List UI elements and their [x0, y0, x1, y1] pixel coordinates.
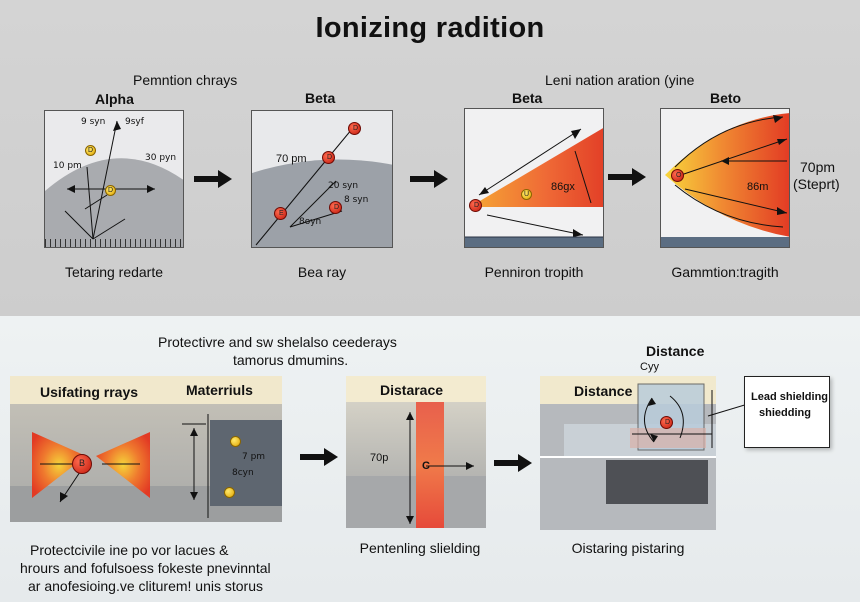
- footer-line-1: Protectcivile ine po vor lacues &: [30, 542, 229, 558]
- distance-shielding-panel-2: D Cyy: [540, 376, 716, 530]
- beta-particle-4: [329, 201, 342, 214]
- beta-wedge-source-label: D: [474, 202, 480, 209]
- alpha-particle-upper-label: D: [88, 147, 94, 154]
- gamma-source: [671, 169, 684, 182]
- beta-wedge-particle: [521, 189, 532, 200]
- flow-arrow-2: [410, 170, 448, 188]
- distance-particle-label: C: [422, 460, 430, 472]
- subheading-ionization: Leni nation aration (yine: [545, 72, 695, 88]
- protection-heading-line1: Protectivre and sw shelalso ceederays: [158, 334, 397, 350]
- caption-beta: Bea ray: [297, 264, 347, 280]
- beta-label-b: 20 syn: [328, 181, 359, 191]
- caption-distance: Oistaring pistaring: [571, 540, 685, 556]
- materials-particle-2: [224, 487, 235, 498]
- distance-particle-label-2: D: [665, 419, 671, 426]
- alpha-particle-lower: [105, 185, 116, 196]
- footer-line-2: hrours and fofulsoess fokeste pnevinntal: [20, 560, 271, 576]
- flow-arrow-1: [194, 170, 232, 188]
- bowtie-source: [72, 454, 92, 474]
- panel-header-beta: Beta: [305, 90, 336, 106]
- alpha-label-d: 30 pyn: [145, 153, 177, 163]
- alpha-label-b: 9syf: [125, 117, 144, 127]
- panel-header-alpha: Alpha: [95, 91, 134, 107]
- flow-arrow-5: [494, 454, 532, 472]
- beta-wedge-source: [469, 199, 482, 212]
- beta-wedge-label: 86gx: [551, 181, 575, 193]
- gamma-panel: O 86m: [660, 108, 790, 248]
- distance-cyy-label: Cyy: [640, 361, 659, 373]
- beta-particle-1: [348, 122, 361, 135]
- materials-label-b: 8cyn: [232, 468, 254, 478]
- flow-arrow-4: [300, 448, 338, 466]
- beta-wedge-particle-label: U: [524, 191, 530, 198]
- panel-header-beto: Beto: [710, 90, 742, 106]
- gamma-side-label-2: (Steprt): [793, 176, 840, 192]
- alpha-ruler: [45, 239, 183, 247]
- callout-line2: shiedding: [759, 407, 811, 419]
- alpha-panel: D D 9 syn 9syf 10 pm 30 pyn: [44, 110, 184, 248]
- shielding-materials-panel: B 7 pm 8cyn: [10, 376, 282, 522]
- panel-header-beta-2: Beta: [512, 90, 543, 106]
- page-title: Ionizing radition: [315, 12, 545, 44]
- caption-beta-2: Penniron tropith: [484, 264, 584, 280]
- beta-label-c: 8 syn: [344, 195, 369, 205]
- distance-label: 70p: [370, 452, 389, 464]
- distance-shielding-panel: 70p C: [346, 376, 486, 528]
- footer-line-3: ar anofesioing.ve cliturem! unis storus: [28, 578, 263, 594]
- beta-label-a: 70 pm: [276, 153, 307, 165]
- beta-label-d: 8oyn: [299, 217, 322, 227]
- distance-particle: [660, 416, 673, 429]
- flow-arrow-3: [608, 168, 646, 186]
- gamma-label: 86m: [747, 181, 769, 193]
- gamma-side-label-1: 70pm: [800, 159, 836, 175]
- beta-particle-4-label: D: [334, 204, 340, 211]
- distance-top-title: Distance: [646, 343, 705, 359]
- caption-distance-shielding: Pentenling slielding: [359, 540, 481, 556]
- alpha-particle-lower-label: D: [108, 187, 114, 194]
- subheading-penetration: Pemntion chrays: [133, 72, 238, 88]
- alpha-particle-upper: [85, 145, 96, 156]
- materials-particle-1: [230, 436, 241, 447]
- alpha-label-c: 10 pm: [53, 161, 82, 171]
- distance-panel-title: Distarace: [380, 382, 444, 398]
- callout-line1: Lead shielding: [751, 391, 829, 403]
- ionizing-rays-title: Usifating rrays: [40, 384, 139, 400]
- beta-particle-2-label: D: [327, 154, 333, 161]
- materials-label-a: 7 pm: [242, 452, 266, 462]
- callout-pointer: [707, 403, 748, 417]
- distance-panel-title-2: Distance: [574, 383, 633, 399]
- caption-gamma: Gammtion:tragith: [671, 264, 779, 280]
- bowtie-source-label: B: [79, 458, 86, 468]
- beta-particle-3: [274, 207, 287, 220]
- lead-shielding-callout: Lead shielding shiedding: [744, 376, 830, 448]
- materials-title: Materriuls: [186, 382, 253, 398]
- beta-wedge-panel: D U 86gx: [464, 108, 604, 248]
- alpha-label-a: 9 syn: [81, 117, 106, 127]
- gamma-source-label: O: [676, 172, 682, 179]
- beta-panel: D D E D 70 pm 20 syn 8 syn 8oyn: [251, 110, 393, 248]
- beta-particle-2: [322, 151, 335, 164]
- protection-heading-line2: tamorus dmumins.: [233, 352, 349, 368]
- caption-alpha: Tetaring redarte: [64, 264, 164, 280]
- beta-particle-3-label: E: [279, 210, 284, 217]
- beta-particle-1-label: D: [353, 125, 359, 132]
